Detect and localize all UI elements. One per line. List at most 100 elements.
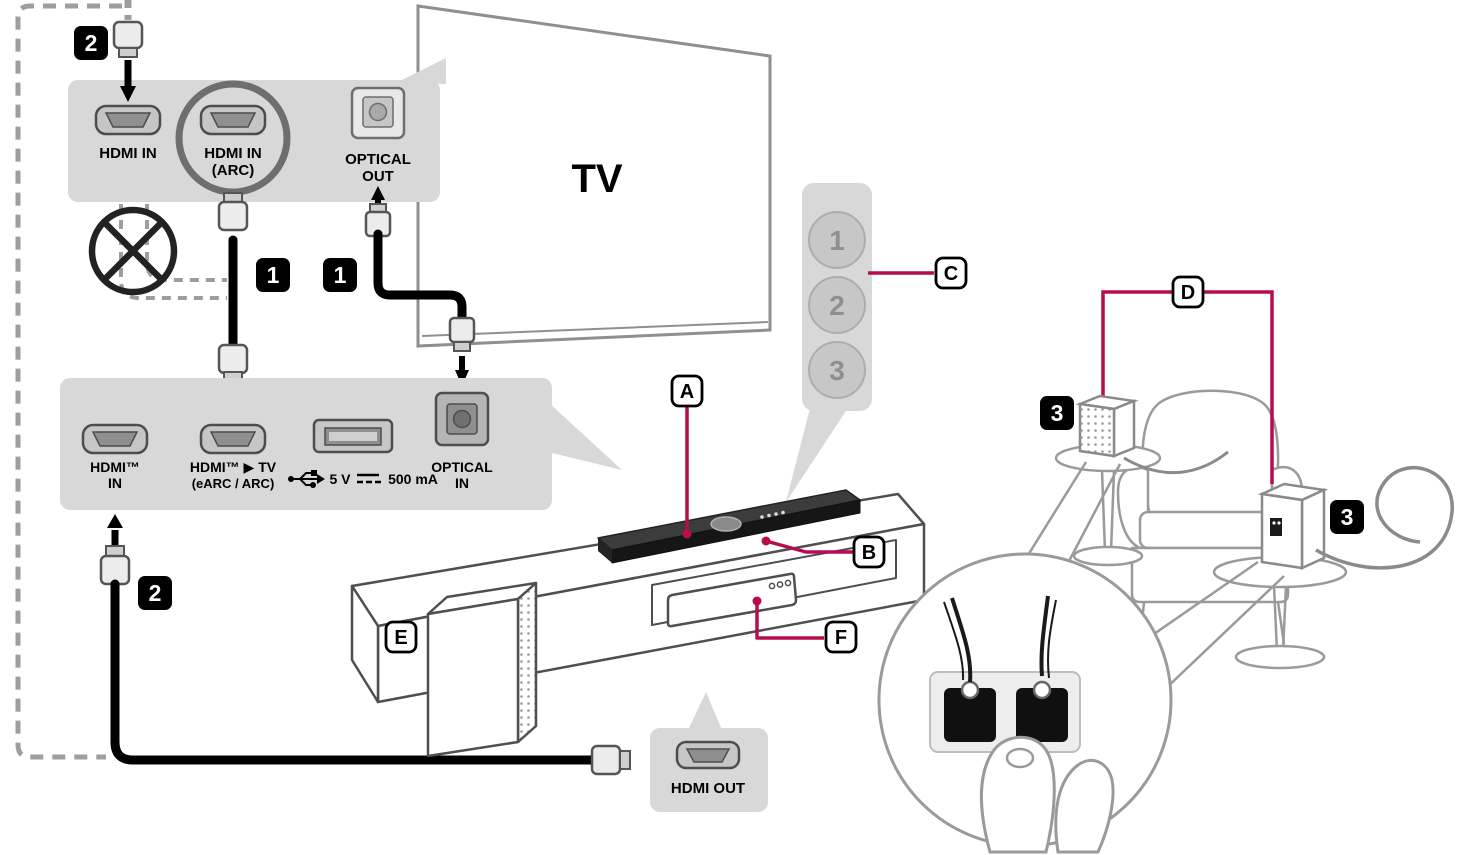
letter-badge-b: [852, 535, 886, 569]
usb-icon-branch-up: [299, 472, 312, 480]
soundbar-optical-in-port: OPTICAL IN: [431, 391, 493, 491]
tv-panel-background: [68, 80, 440, 202]
prohibition-cross-2: [102, 220, 164, 282]
table-stem: [1272, 585, 1279, 653]
insert-arrow-head: [120, 86, 136, 102]
prohibition-circle: [88, 206, 178, 296]
usb-icon-node: [288, 476, 294, 482]
tv-hdmi-in-label: HDMI IN: [99, 145, 157, 162]
speaker-selector-panel: 1 2 3: [786, 183, 934, 502]
hdmi-plug-body: [590, 744, 622, 776]
hdmi-port-socket: [209, 431, 257, 447]
hdmi-plug-tip: [619, 750, 631, 770]
subwoofer: [426, 581, 538, 758]
device-button-3: [784, 579, 792, 587]
insert-arrow-head: [371, 186, 385, 200]
step-badge-1-optical-label: 1: [334, 262, 347, 288]
wire-connection-zoom: [877, 552, 1173, 854]
letter-badge-e: [384, 620, 418, 654]
optical-port-lens: [452, 409, 472, 429]
tv-label: TV: [571, 157, 622, 201]
letter-badge-b-label: B: [862, 542, 876, 564]
callout-line-b: [765, 539, 854, 554]
media-device: [666, 572, 798, 628]
optical-plug-tip: [453, 341, 471, 352]
device-button-1: [768, 582, 776, 590]
rear-speaker-scene: [1054, 290, 1454, 670]
stand-left-face: [350, 584, 380, 704]
step-badge-3-left-label: 3: [1051, 400, 1064, 426]
thumb: [1054, 759, 1115, 854]
soundbar-panel-callout-tail: [548, 402, 622, 470]
cable-run: [110, 579, 597, 765]
hdmi-plug-body: [217, 200, 249, 232]
step-badge-1-hdmi: [256, 258, 290, 292]
zoom-wedge-line: [1161, 575, 1285, 693]
hdmi-port-socket: [104, 112, 152, 128]
spring-terminal-right: [1016, 688, 1068, 742]
tv-screen-outline: [416, 4, 772, 348]
soundbar: [597, 489, 861, 564]
hdmi-out-callout-tail: [688, 692, 722, 730]
usb-icon-dot: [310, 482, 316, 488]
usb-icon: [288, 470, 325, 488]
letter-badge-f-label: F: [835, 627, 847, 649]
speaker-wire-right-strand: [1046, 599, 1057, 679]
speaker-grille-face: [1078, 402, 1116, 458]
step-badges: 2 1 1 2 3 3: [74, 26, 1364, 610]
letter-badge-a: [670, 374, 704, 408]
speaker-wire-left: [950, 597, 973, 683]
device-button-2: [776, 581, 784, 588]
fingernail: [1005, 747, 1035, 769]
soundbar-hdmi-in-label-line2: IN: [108, 475, 122, 491]
step-badge-2-top-label: 2: [85, 30, 98, 56]
armchair-back: [1141, 389, 1280, 517]
selector-button-3-label: 3: [829, 355, 845, 386]
finger: [979, 735, 1056, 854]
hdmi-cable-2-top: [112, 20, 144, 102]
table-stem: [1100, 469, 1107, 553]
letter-badge-c-label: C: [944, 263, 958, 285]
media-device-body: [666, 572, 798, 628]
terminal-hole: [1272, 521, 1276, 525]
soundbar-optical-in-label-line2: IN: [455, 475, 469, 491]
speaker-wire-left-strand: [943, 601, 965, 681]
soundbar-display-dot: [767, 513, 771, 518]
hdmi-plug-body: [112, 20, 144, 50]
hdmi-port-socket: [685, 748, 731, 763]
hdmi-port-socket: [209, 112, 257, 128]
tv-hdmi-in-port: HDMI IN: [94, 104, 162, 162]
soundbar-end-cap: [598, 538, 612, 563]
terminal-hole: [1277, 521, 1281, 525]
cable-run: [373, 229, 467, 323]
soundbar-usb-port: 5 V 500 mA: [288, 418, 438, 488]
tv-stand-scene: [350, 407, 926, 758]
spring-terminal-left: [944, 688, 996, 742]
tv-optical-out-port: OPTICAL OUT: [345, 86, 411, 185]
letter-badge-f: [824, 620, 858, 654]
selector-button-3: [808, 341, 866, 399]
step-badge-3-left: [1040, 396, 1074, 430]
tv-hdmi-arc-label-line1: HDMI IN: [204, 145, 262, 162]
tv: TV: [416, 4, 772, 348]
step-badge-1-optical: [323, 258, 357, 292]
hdmi-cable-2-bottom: [99, 514, 631, 776]
letter-badge-e-label: E: [394, 627, 407, 649]
soundbar-display-dot: [760, 515, 764, 519]
rear-speaker-left: [1075, 394, 1139, 458]
speaker-terminal: [1270, 518, 1282, 536]
usb-port-tongue: [329, 432, 377, 441]
soundbar-optical-in-label-line1: OPTICAL: [431, 459, 493, 475]
hdmi-out-panel: HDMI OUT: [650, 692, 768, 812]
table-base: [1234, 644, 1326, 670]
step-badge-3-right: [1330, 500, 1364, 534]
usb-voltage-label: 5 V: [329, 471, 351, 487]
table-stem: [1109, 469, 1116, 553]
soundbar-hdmi-tv-label-line1: HDMI™ ▶ TV: [190, 459, 277, 475]
subwoofer-grille-face: [516, 581, 538, 744]
armchair-cushion: [1138, 510, 1282, 550]
tv-hdmi-arc-label-line2: (ARC): [212, 162, 255, 179]
selector-callout-tail: [786, 408, 848, 502]
selector-button-2: [808, 276, 866, 334]
